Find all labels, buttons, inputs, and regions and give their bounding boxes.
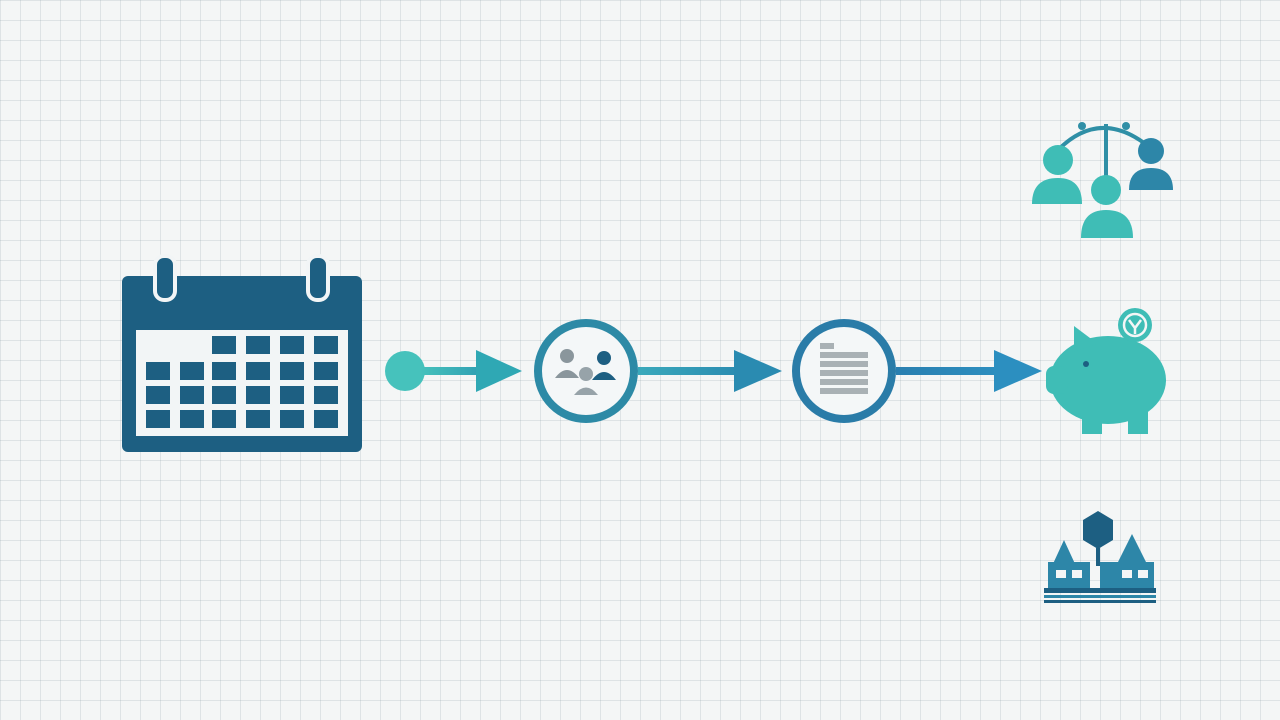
arrow-3	[896, 350, 1042, 392]
buildings-icon	[1044, 511, 1156, 603]
people-group-icon	[534, 319, 638, 423]
start-dot-icon	[385, 351, 425, 391]
piggy-bank-icon	[1046, 308, 1166, 434]
document-list-icon	[792, 319, 896, 423]
team-network-icon	[1032, 122, 1173, 238]
arrow-2	[638, 350, 782, 392]
arrow-1	[420, 350, 522, 392]
calendar-icon	[122, 254, 362, 452]
